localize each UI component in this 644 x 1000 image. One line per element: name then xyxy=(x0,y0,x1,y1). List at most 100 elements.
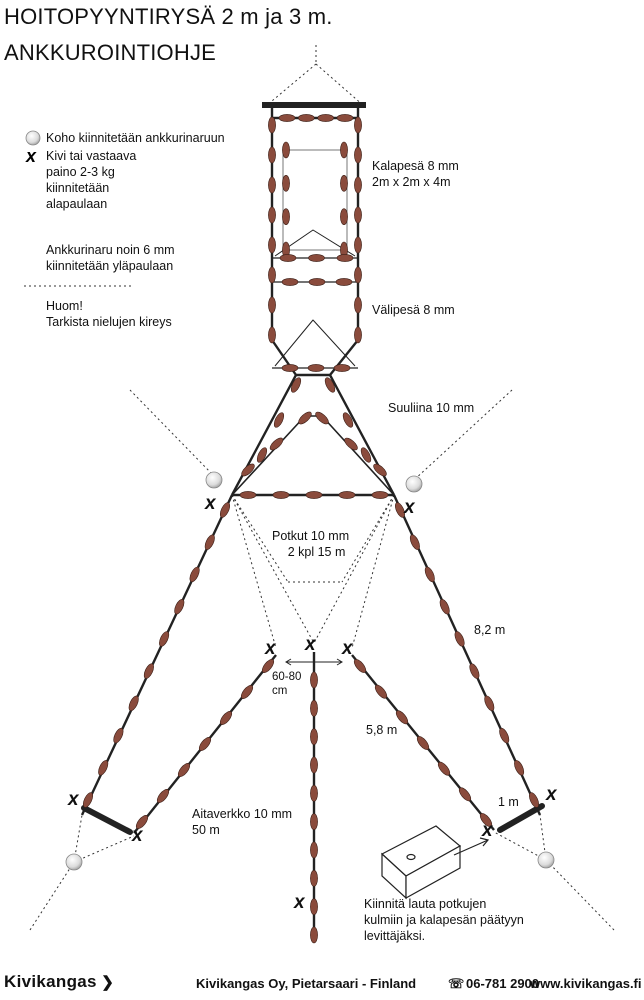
label-board-note-line: kulmiin ja kalapesän päätyyn xyxy=(364,913,524,927)
float-bead xyxy=(439,598,450,615)
label-one-meter: 1 m xyxy=(498,795,519,809)
float-bead xyxy=(458,787,472,802)
float-bead xyxy=(272,491,290,499)
float-bead xyxy=(479,813,493,827)
float-bead xyxy=(305,491,323,499)
stone-mark: x xyxy=(131,825,144,846)
float-bead xyxy=(315,411,329,425)
legend-note: Huom! Tarkista nielujen kireys xyxy=(46,298,172,330)
float-bead xyxy=(484,695,495,712)
legend-rope-text: Ankkurinaru noin 6 mm kiinnitetään yläpa… xyxy=(46,242,175,274)
float-bead xyxy=(416,736,430,750)
float-bead xyxy=(135,815,149,829)
float-bead xyxy=(454,631,465,647)
float-bead xyxy=(82,792,94,808)
stone-mark: x xyxy=(545,784,558,805)
label-potkut-line: 2 kpl 15 m xyxy=(287,545,346,559)
float-bead xyxy=(159,631,170,647)
float-bead xyxy=(204,534,215,550)
label-kalapesa-line: Kalapesä 8 mm xyxy=(372,159,459,173)
float-bead xyxy=(360,447,372,463)
float-bead xyxy=(335,278,353,286)
float-bead xyxy=(98,760,109,776)
float-bead xyxy=(340,208,348,225)
float-bead xyxy=(307,364,325,372)
label-potkut-line: Potkut 10 mm xyxy=(272,529,350,543)
float-bead xyxy=(310,869,318,887)
label-valipesa: Välipesä 8 mm xyxy=(372,303,455,317)
legend-float-icon xyxy=(25,130,41,146)
float-bead xyxy=(261,659,275,673)
float-bead xyxy=(338,491,356,499)
float-bead xyxy=(281,278,299,286)
float-bead xyxy=(342,412,354,428)
stone-mark: x xyxy=(204,493,217,514)
buoys xyxy=(65,471,555,871)
float-bead xyxy=(395,710,409,725)
net-ropes xyxy=(80,108,542,940)
float-bead xyxy=(354,146,362,164)
float-bead xyxy=(282,175,290,192)
float-bead xyxy=(239,491,257,499)
legend-rope-line-text: Ankkurinaru noin 6 mm xyxy=(46,243,175,257)
float-bead xyxy=(354,206,362,224)
legend-stone-text: Kivi tai vastaava paino 2-3 kg kiinnitet… xyxy=(46,148,136,212)
float-bead xyxy=(317,114,335,122)
float-bead xyxy=(268,326,276,344)
float-bead xyxy=(310,699,318,717)
float-bead xyxy=(324,377,336,393)
float-bead xyxy=(437,761,451,776)
float-bead xyxy=(268,146,276,164)
float-bead xyxy=(354,326,362,344)
brand-logo-text: Kivikangas xyxy=(4,972,97,991)
phone-icon: ☏ xyxy=(448,976,465,991)
title-line-2: ANKKUROINTIOHJE xyxy=(4,40,217,65)
legend-stone-line: paino 2-3 kg xyxy=(46,165,115,179)
float-bead xyxy=(354,296,362,314)
label-board-note-line: levittäjäksi. xyxy=(364,929,426,943)
legend-note-line: Tarkista nielujen kireys xyxy=(46,315,172,329)
label-suuliina: Suuliina 10 mm xyxy=(388,401,475,415)
float-bead xyxy=(308,254,325,262)
legend-stone-line: alapaulaan xyxy=(46,197,108,211)
legend-stone-line: Kivi tai vastaava xyxy=(46,149,137,163)
float-bead xyxy=(308,278,326,286)
wing-board-left xyxy=(81,805,133,835)
footer-website[interactable]: www.kivikangas.fi xyxy=(530,976,642,991)
float-bead xyxy=(336,114,354,122)
float-bead xyxy=(269,437,284,451)
float-bead xyxy=(354,266,362,284)
label-board-note: Kiinnitä lauta potkujen kulmiin ja kalap… xyxy=(364,896,524,944)
logo-mark-icon: ❯ xyxy=(96,974,115,991)
stone-mark: x xyxy=(304,634,317,655)
float-bead xyxy=(344,437,358,451)
board-pointer-arrow xyxy=(453,837,490,856)
float-bead xyxy=(268,116,276,134)
float-bead xyxy=(354,116,362,134)
label-potkut: Potkut 10 mm 2 kpl 15 m xyxy=(272,528,349,560)
buoy-left-mouth xyxy=(205,471,223,489)
float-bead xyxy=(310,728,318,746)
float-bead xyxy=(371,491,389,499)
label-aitaverkko-line: 50 m xyxy=(192,823,220,837)
float-bead xyxy=(268,176,276,194)
float-bead xyxy=(268,296,276,314)
float-bead xyxy=(273,412,285,428)
float-bead xyxy=(514,760,525,776)
float-bead xyxy=(281,364,299,372)
buoy-right-wing xyxy=(537,851,555,869)
float-bead xyxy=(290,377,302,393)
float-bead xyxy=(353,659,367,673)
float-bead xyxy=(240,685,254,699)
float-bead xyxy=(310,756,318,774)
label-aitaverkko: Aitaverkko 10 mm 50 m xyxy=(192,806,292,838)
float-bead xyxy=(268,236,276,254)
buoy-right-mouth xyxy=(405,475,423,493)
float-bead xyxy=(113,727,124,744)
float-bead xyxy=(198,737,212,751)
float-bead xyxy=(278,114,296,122)
float-bead xyxy=(374,684,388,699)
stone-mark: x xyxy=(481,820,494,841)
brand-logo: Kivikangas ❯ xyxy=(4,972,114,992)
